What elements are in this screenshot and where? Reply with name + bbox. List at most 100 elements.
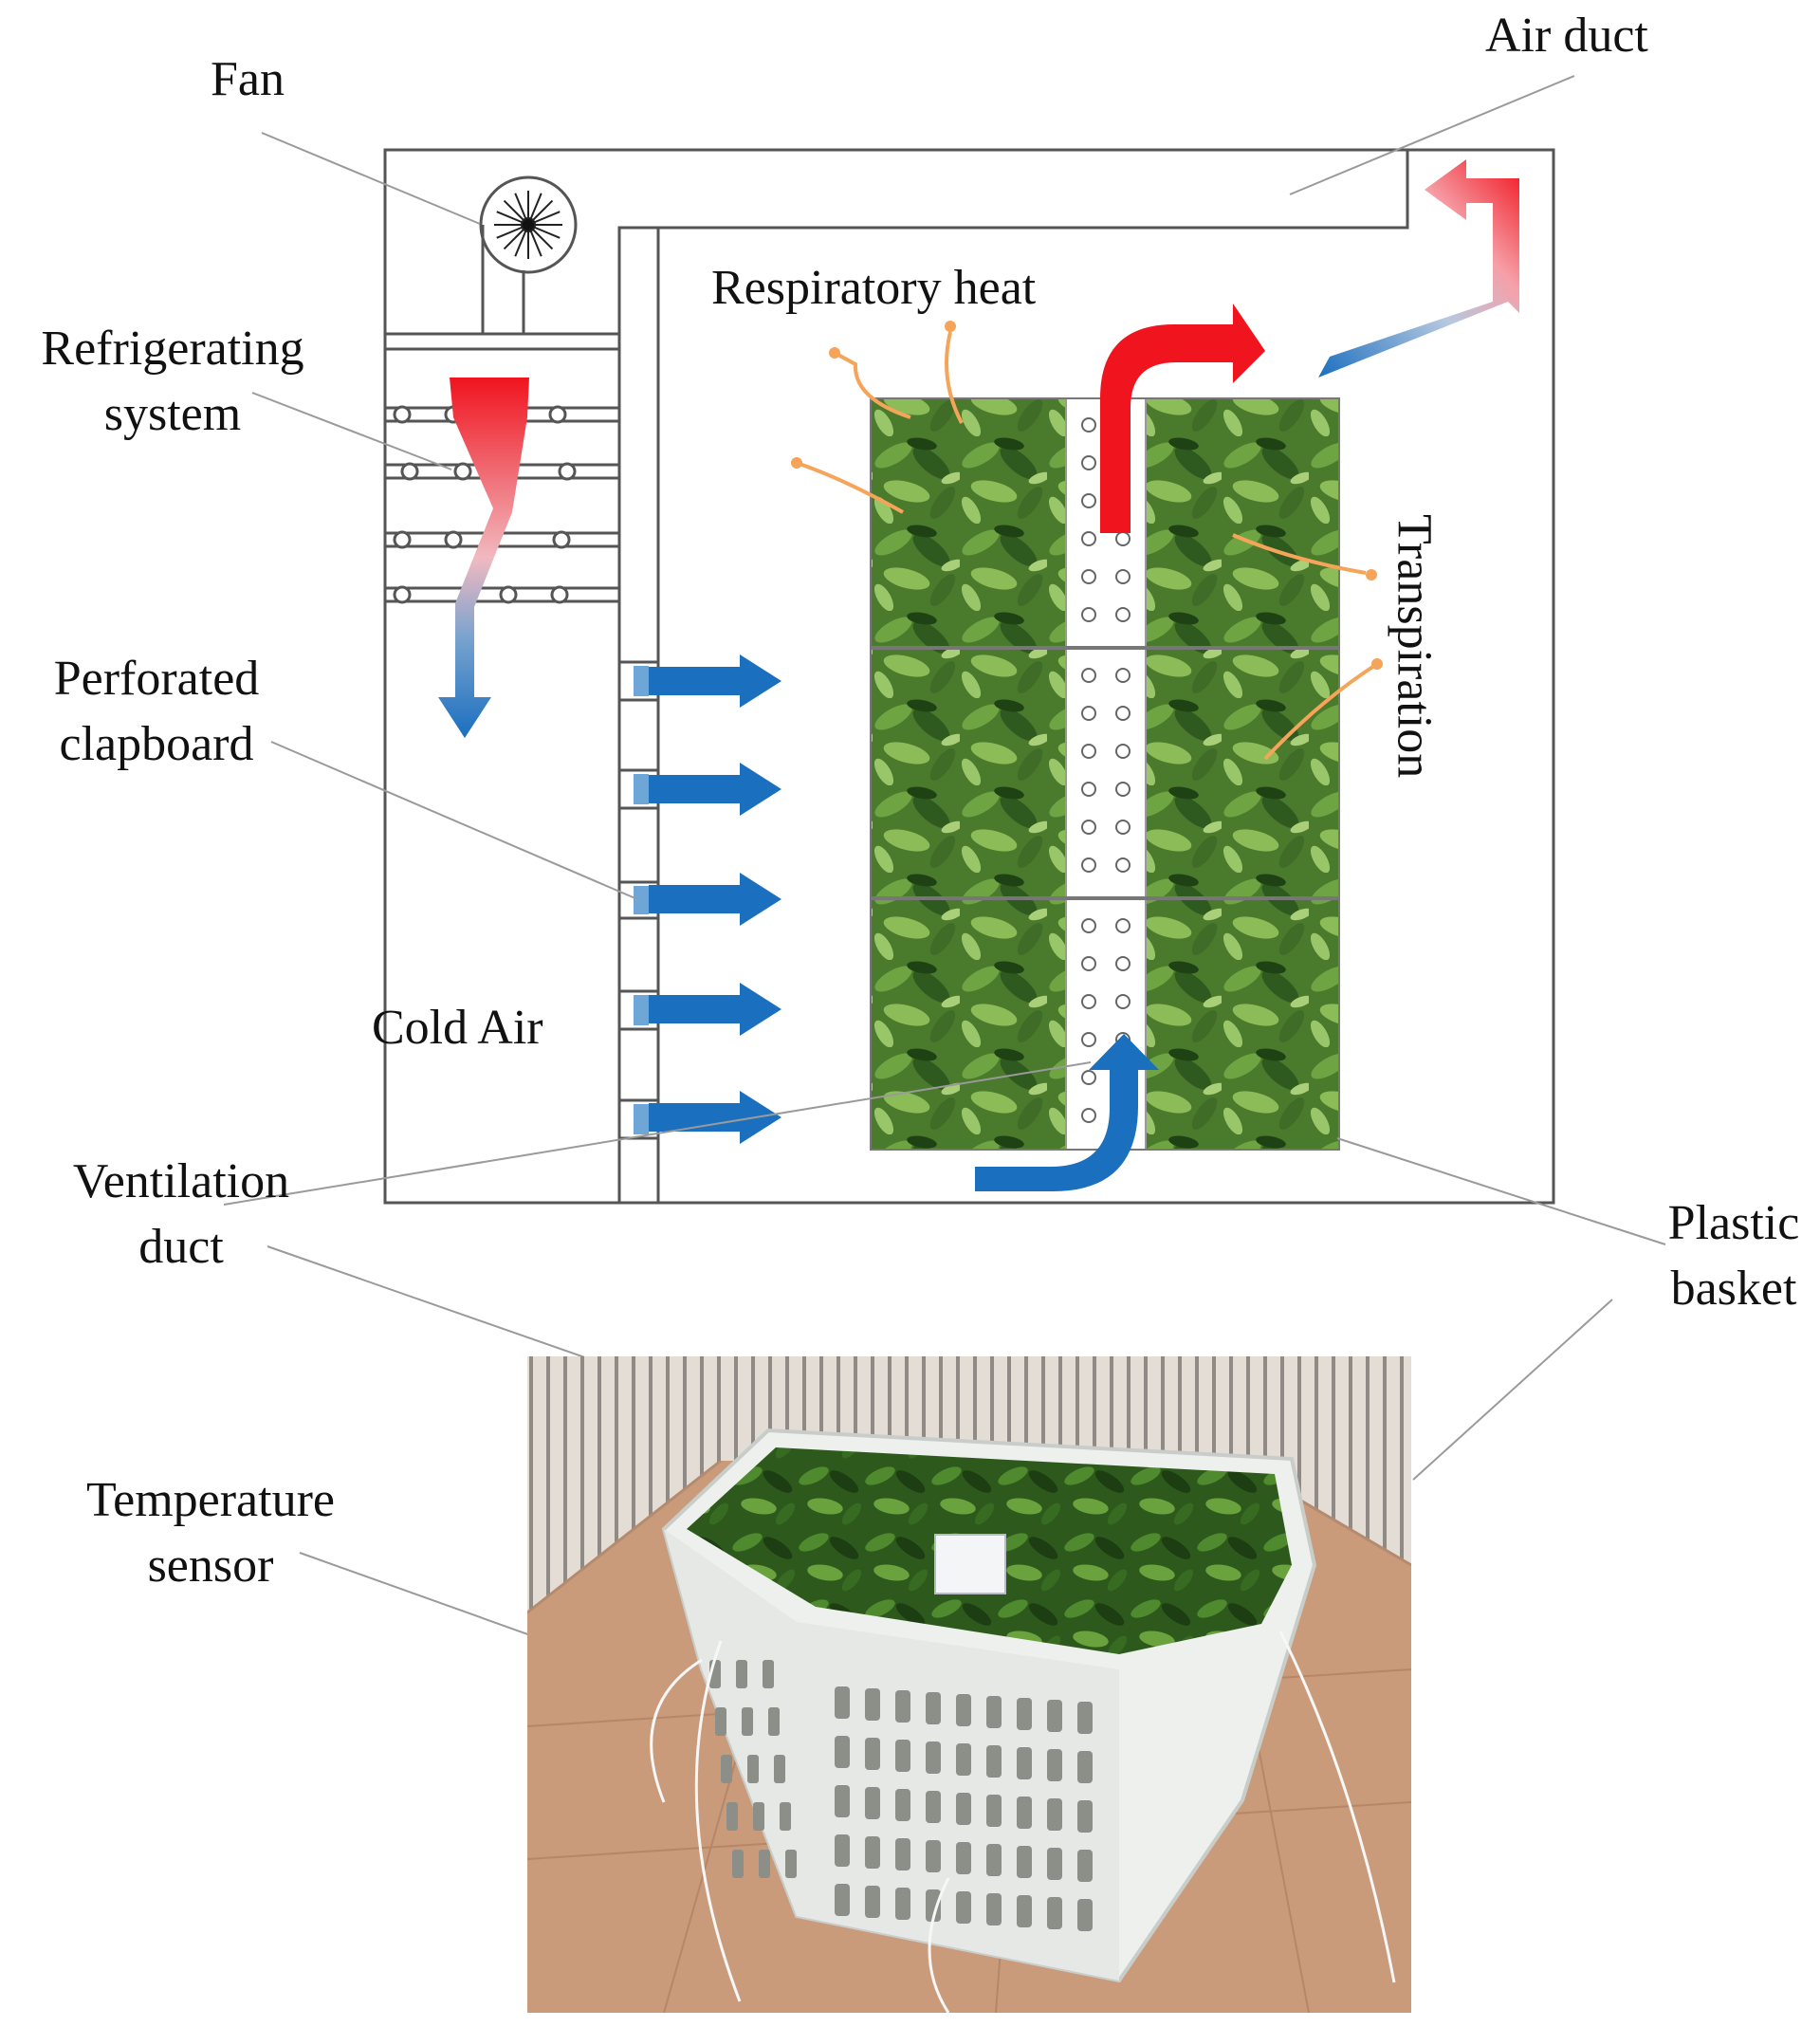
coil-pipe [453, 462, 472, 481]
ventilation-duct-line-1: Ventilation [72, 1154, 290, 1208]
coil-pipe [548, 405, 567, 424]
column-hole [1081, 607, 1096, 622]
basket-hole [721, 1755, 732, 1783]
cold-air-arrows [649, 654, 781, 1144]
flow-arrow [796, 461, 904, 514]
clapboard-opening [634, 886, 649, 914]
basket-hole [736, 1660, 747, 1688]
perforated-clapboard-label: Perforated clapboard [28, 647, 285, 777]
flow-arrow-head [945, 321, 956, 332]
basket-hole [956, 1891, 971, 1924]
basket-hole [986, 1795, 1002, 1827]
basket-hole [986, 1696, 1002, 1728]
column-hole [1081, 782, 1096, 797]
coil-pipe [393, 530, 412, 549]
flow-arrow [1232, 533, 1367, 575]
basket-hole [956, 1694, 971, 1726]
basket-hole [774, 1755, 785, 1783]
basket-hole [895, 1789, 910, 1821]
leader-lines [223, 75, 1666, 1689]
basket-hole [895, 1690, 910, 1723]
clapboard-opening [634, 774, 649, 804]
basket-hole [835, 1884, 850, 1916]
cold-air-label: Cold Air [372, 1001, 543, 1055]
leaf-block [871, 899, 1066, 1150]
basket-hole [1077, 1751, 1093, 1783]
clapboard-opening [634, 995, 649, 1025]
basket-hole [895, 1888, 910, 1920]
leaf-block [1146, 398, 1339, 647]
basket-hole [763, 1660, 774, 1688]
basket-hole [835, 1785, 850, 1817]
leaf-block [871, 649, 1066, 897]
fan-icon [494, 191, 562, 259]
column-hole [1115, 820, 1131, 835]
basket-hole [986, 1844, 1002, 1876]
plastic-basket-line-1: Plastic [1667, 1196, 1800, 1250]
temperature-sensor-label: Temperature sensor [59, 1468, 362, 1598]
basket-hole [926, 1741, 941, 1774]
basket-hole [780, 1802, 791, 1831]
basket-hole [835, 1686, 850, 1719]
basket-holes [709, 1660, 1093, 1931]
cold-air-arrow [649, 763, 781, 816]
column-hole [1081, 956, 1096, 971]
coil-pipe [550, 585, 569, 604]
plastic-basket-label: Plastic basket [1650, 1191, 1817, 1321]
column-hole [1081, 493, 1096, 508]
refrigerating-system-line-1: Refrigerating [41, 322, 304, 376]
column-hole [1115, 607, 1131, 622]
perforated-clapboard-line-1: Perforated [53, 652, 260, 706]
basket-hole [986, 1893, 1002, 1926]
basket-hole [732, 1850, 744, 1878]
basket-hole [1017, 1797, 1032, 1829]
basket-hole [1077, 1899, 1093, 1931]
basket-hole [715, 1707, 726, 1736]
refrigerating-system-line-2: system [103, 386, 242, 441]
respiratory-heat-label: Respiratory heat [711, 261, 1037, 315]
basket-hole [865, 1738, 880, 1770]
plastic-basket-line-2: basket [1670, 1261, 1797, 1316]
flow-arrow [834, 351, 911, 419]
flow-arrow-head [829, 347, 840, 359]
cold-air-arrow [649, 873, 781, 926]
column-hole [1081, 1070, 1096, 1085]
hot-air-arrow [1100, 304, 1265, 533]
basket-hole [835, 1834, 850, 1867]
basket-hole [1077, 1702, 1093, 1734]
basket-hole [1017, 1846, 1032, 1878]
basket-hole [926, 1840, 941, 1872]
column-hole [1081, 455, 1096, 470]
basket-hole [726, 1802, 738, 1831]
clapboard-opening [634, 666, 649, 696]
column-hole [1081, 417, 1096, 433]
basket-hole [1047, 1700, 1062, 1732]
basket-hole [785, 1850, 797, 1878]
basket-hole [1077, 1800, 1093, 1833]
basket-hole [1017, 1895, 1032, 1927]
coil-pipe [552, 530, 571, 549]
clapboard-opening [634, 1104, 649, 1134]
column-hole [1081, 744, 1096, 759]
column-hole [1115, 569, 1131, 584]
exhaust-air-arrow [1318, 159, 1519, 378]
fan-hub [521, 217, 536, 232]
ventilation-column [1065, 648, 1147, 898]
column-hole [1115, 994, 1131, 1009]
respiration-transpiration-flows [791, 321, 1383, 761]
basket-hole [742, 1707, 753, 1736]
ventilation-duct-label: Ventilation duct [46, 1150, 317, 1280]
column-hole [1081, 1032, 1096, 1047]
basket-frame [870, 648, 1340, 898]
column-hole [1081, 706, 1096, 721]
column-hole [1115, 706, 1131, 721]
fan-housing [479, 175, 578, 334]
basket-hole [956, 1842, 971, 1874]
basket-hole [768, 1707, 780, 1736]
column-hole [1115, 744, 1131, 759]
basket-hole [1047, 1749, 1062, 1781]
coil-pipe [393, 585, 412, 604]
flow-arrow [945, 331, 964, 424]
coil-pipe [400, 462, 419, 481]
